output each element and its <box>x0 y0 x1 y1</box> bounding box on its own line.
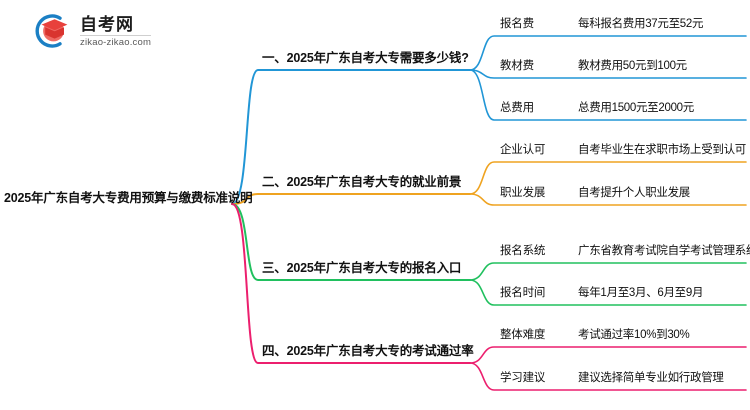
branch-4-child-1-value: 考试通过率10%到30% <box>578 329 690 341</box>
branch-1-child-2-key[interactable]: 教材费 <box>500 60 534 72</box>
branch-4-child-2-value: 建议选择简单专业如行政管理 <box>578 372 724 384</box>
branch-3-child-1-value: 广东省教育考试院自学考试管理系统 <box>578 245 750 257</box>
branch-2-child-1-value: 自考毕业生在求职市场上受到认可 <box>578 144 746 156</box>
logo-name-en: zikao-zikao.com <box>80 36 152 48</box>
logo-wordmark: 自考网 zikao-zikao.com <box>80 15 152 48</box>
branch-3-child-2-key[interactable]: 报名时间 <box>500 287 546 299</box>
branch-4-child-2-key[interactable]: 学习建议 <box>500 372 546 384</box>
branch-3-child-2-value: 每年1月至3月、6月至9月 <box>578 287 704 299</box>
branch-1-label[interactable]: 一、2025年广东自考大专需要多少钱? <box>262 51 469 65</box>
mindmap-root-label: 2025年广东自考大专费用预算与缴费标准说明 <box>4 191 253 205</box>
branch-1-child-1-key[interactable]: 报名费 <box>500 18 534 30</box>
site-logo: 自考网 zikao-zikao.com <box>30 10 220 52</box>
branch-3-child-1-key[interactable]: 报名系统 <box>500 245 546 257</box>
branch-1-child-3-value: 总费用1500元至2000元 <box>578 102 694 114</box>
branch-1-child-3-key[interactable]: 总费用 <box>500 102 534 114</box>
branch-1-child-1-value: 每科报名费用37元至52元 <box>578 18 704 30</box>
branch-4-child-1-key[interactable]: 整体难度 <box>500 329 546 341</box>
logo-name-cn: 自考网 <box>80 16 152 36</box>
branch-2-child-2-value: 自考提升个人职业发展 <box>578 187 690 199</box>
branch-4-label[interactable]: 四、2025年广东自考大专的考试通过率 <box>262 344 474 358</box>
branch-2-child-2-key[interactable]: 职业发展 <box>500 187 546 199</box>
graduation-cap-icon <box>30 10 72 52</box>
branch-1-child-2-value: 教材费用50元到100元 <box>578 60 687 72</box>
branch-2-label[interactable]: 二、2025年广东自考大专的就业前景 <box>262 175 462 189</box>
branch-2-child-1-key[interactable]: 企业认可 <box>500 144 546 156</box>
branch-3-label[interactable]: 三、2025年广东自考大专的报名入口 <box>262 261 462 275</box>
